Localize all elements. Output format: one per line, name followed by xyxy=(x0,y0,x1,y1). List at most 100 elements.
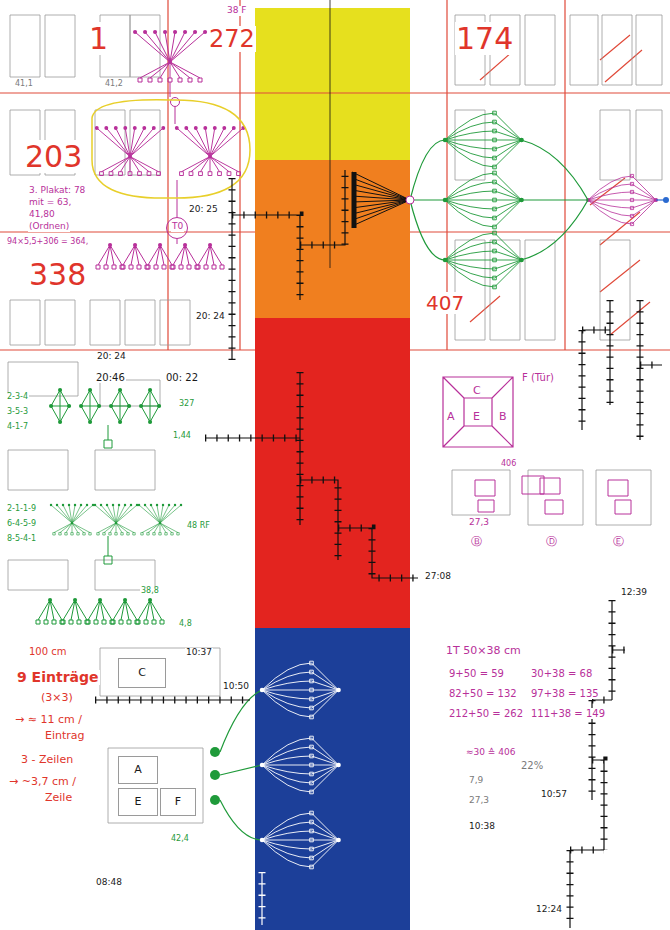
branch-line xyxy=(220,690,262,840)
blue-band xyxy=(255,628,410,930)
sheet-number: 203 xyxy=(24,140,83,173)
tree-sketch xyxy=(171,245,199,269)
tree-sketch xyxy=(51,390,69,422)
branch-line xyxy=(410,140,588,260)
calc-text: 212+50 = 262 xyxy=(448,708,524,719)
tree-sketch xyxy=(588,174,656,225)
box-letter: E xyxy=(135,796,142,808)
sheet-number: 174 xyxy=(455,22,514,55)
note-text: 9 Einträge xyxy=(16,670,100,685)
tree-sketch xyxy=(61,600,89,624)
marker-dot xyxy=(210,747,220,757)
measure-text: 41,1 xyxy=(14,80,34,89)
comb-sketch xyxy=(352,172,410,226)
tree-sketch xyxy=(36,600,64,624)
layout-box: C xyxy=(118,658,166,688)
box-letter: F xyxy=(175,796,181,808)
tree-sketch xyxy=(111,390,129,422)
tree-sketch xyxy=(445,231,522,289)
tree-sketch xyxy=(81,390,99,422)
note-text: (Ordnen) xyxy=(28,222,70,232)
tree-sketch xyxy=(196,245,224,269)
note-text: Eintrag xyxy=(44,730,86,742)
marker-dot xyxy=(663,197,669,203)
pencil-box xyxy=(10,15,190,345)
timeline-ticks xyxy=(95,697,250,704)
calc-text: 9+50 = 59 xyxy=(448,668,505,679)
time-stamp: 10:57 xyxy=(540,790,568,800)
measure-text: 38,8 xyxy=(140,587,160,596)
tree-sketch xyxy=(97,128,164,176)
calc-text: ≈30 ≙ 406 xyxy=(465,748,516,758)
code-text: 6-4-5-9 xyxy=(6,520,37,529)
region-letter: E xyxy=(473,405,485,419)
marker-circle xyxy=(167,218,188,239)
orange-band xyxy=(255,160,410,318)
guide-line xyxy=(330,0,331,268)
measure-text: 27,3 xyxy=(468,518,490,528)
time-stamp: 27:08 xyxy=(424,572,452,582)
timelines xyxy=(95,170,662,928)
code-text: 4-1-7 xyxy=(6,423,29,432)
measure-text: 22% xyxy=(520,760,544,771)
calc-text: 111+38 = 149 xyxy=(530,708,606,719)
time-stamp: 10:37 xyxy=(185,648,213,658)
tree-sketch xyxy=(121,245,149,269)
circled-letter: Ⓓ xyxy=(545,536,558,548)
time-stamp: 10:38 xyxy=(468,822,496,832)
red-grid xyxy=(0,0,670,350)
measure-text: 42,4 xyxy=(170,835,190,844)
tree-sketch xyxy=(111,600,139,624)
box-letter: B xyxy=(499,410,507,423)
box-letter: E xyxy=(473,410,480,423)
note-text: 3 - Zeilen xyxy=(20,754,74,766)
note-text: 1T 50×38 cm xyxy=(445,645,522,657)
tree-sketch xyxy=(445,171,522,229)
yellow-outline xyxy=(92,100,250,198)
tree-sketch xyxy=(86,600,114,624)
measure-text: 1,44 xyxy=(172,432,192,441)
marker-text: T0 xyxy=(171,222,184,232)
pencil-box xyxy=(455,15,662,340)
time-stamp: 10:50 xyxy=(222,682,250,692)
code-text: 2-1-1-9 xyxy=(6,505,37,514)
layout-box: F xyxy=(160,788,196,816)
timeline-ticks xyxy=(570,600,625,928)
tree-sketch xyxy=(445,111,522,169)
code-text: 8-5-4-1 xyxy=(6,535,37,544)
marker-circle xyxy=(171,98,180,107)
timeline-ticks xyxy=(259,872,266,925)
tree-sketch xyxy=(136,600,164,624)
timeline-line xyxy=(261,872,262,925)
tree-sketch xyxy=(139,505,181,535)
time-stamp: 20:46 xyxy=(95,372,126,383)
calc-text: 82+50 = 132 xyxy=(448,688,518,699)
time-stamp: 20: 24 xyxy=(96,352,127,362)
tree-sketch xyxy=(51,505,93,535)
pencil-box xyxy=(8,362,651,823)
calc-text: 30+38 = 68 xyxy=(530,668,593,679)
time-stamp: 20: 24 xyxy=(195,312,226,322)
code-text: 2-3-4 xyxy=(6,393,29,402)
box-letter: A xyxy=(447,410,455,423)
marker-box xyxy=(104,425,112,564)
pencil-boxes xyxy=(8,15,662,823)
layout-sketch xyxy=(475,476,631,514)
tree-sketch xyxy=(262,811,339,869)
region-letter: C xyxy=(473,379,485,393)
tree-sketch xyxy=(95,505,137,535)
time-stamp: 20: 25 xyxy=(188,205,219,215)
tree-sketch xyxy=(262,661,339,719)
sheet-number: 407 xyxy=(425,292,465,314)
note-text: 3. Plakat: 78 xyxy=(28,186,86,196)
note-text: mit = 63, xyxy=(28,198,72,208)
color-bands xyxy=(255,8,410,930)
measure-text: 7,9 xyxy=(468,776,484,786)
sheet-number: 1 xyxy=(88,22,109,55)
timeline-line xyxy=(582,300,662,440)
measure-text: 41,2 xyxy=(104,80,124,89)
sheet-number: 272 xyxy=(208,26,256,52)
measure-text: 27,3 xyxy=(468,796,490,806)
